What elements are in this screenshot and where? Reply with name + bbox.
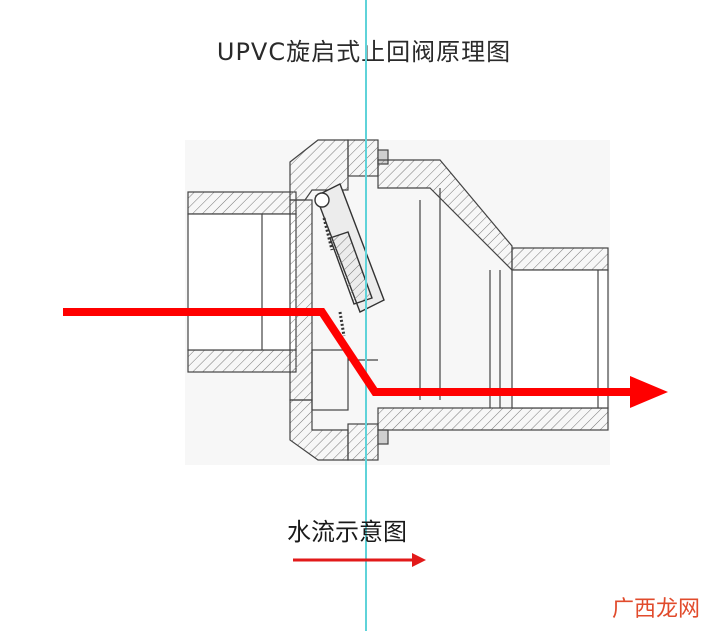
legend-label: 水流示意图 [287,518,407,546]
valve-housing [289,139,389,461]
diagram-title: UPVC旋启式止回阀原理图 [216,38,512,66]
inlet-pipe [187,191,297,373]
watermark-text: 广西龙网 [611,597,700,622]
flow-arrow [63,308,668,408]
legend-arrow [293,553,426,567]
outlet-pipe [377,247,609,431]
